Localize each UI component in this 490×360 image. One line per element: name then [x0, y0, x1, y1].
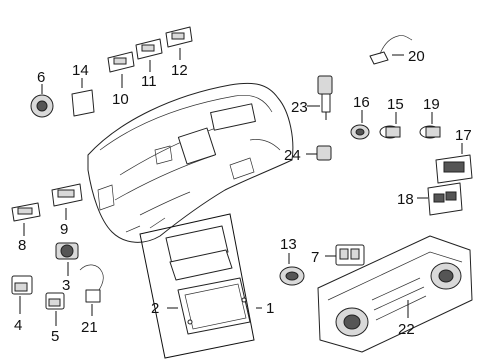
callout-15: 15	[387, 96, 404, 113]
part-17-module	[435, 143, 473, 184]
callout-13: 13	[280, 236, 297, 253]
part-5-switch	[45, 292, 65, 326]
part-6-round-switch	[30, 84, 54, 118]
callout-7: 7	[311, 249, 319, 266]
part-13-button	[279, 253, 305, 286]
part-11-switch	[135, 38, 163, 72]
instrument-cluster-group	[139, 213, 262, 359]
callout-23: 23	[291, 99, 308, 116]
part-24-clip	[306, 145, 332, 161]
instrument-panel	[87, 82, 294, 243]
part-18-module	[417, 182, 463, 216]
callout-16: 16	[353, 94, 370, 111]
part-3-knob	[55, 242, 79, 276]
part-16-socket	[350, 110, 370, 140]
callout-3: 3	[62, 277, 70, 294]
callout-14: 14	[72, 62, 89, 79]
part-20-harness	[369, 35, 413, 65]
callout-20: 20	[408, 48, 425, 65]
part-22-climate-control	[317, 235, 473, 353]
callout-labels: 1 2 3 4 5 6 7 8 9 10 11 12 13 14 15 16 1…	[14, 48, 472, 345]
callout-24: 24	[284, 147, 301, 164]
callout-22: 22	[398, 321, 415, 338]
part-23-sensor	[307, 75, 333, 120]
callout-1: 1	[266, 300, 274, 317]
part-21-connector	[79, 264, 104, 316]
callout-21: 21	[81, 319, 98, 336]
callout-17: 17	[455, 127, 472, 144]
callout-9: 9	[60, 221, 68, 238]
part-19-socket	[419, 112, 441, 139]
callout-6: 6	[37, 69, 45, 86]
callout-11: 11	[141, 73, 157, 90]
part-8-switch	[11, 202, 41, 236]
part-7-bracket	[325, 244, 365, 266]
callout-4: 4	[14, 317, 22, 334]
callout-19: 19	[423, 96, 440, 113]
part-14-switch	[71, 78, 95, 117]
callout-18: 18	[397, 191, 414, 208]
callout-2: 2	[151, 300, 159, 317]
callout-12: 12	[171, 62, 188, 79]
part-15-socket	[379, 112, 401, 139]
part-4-switch	[11, 275, 33, 314]
part-12-switch	[165, 26, 193, 60]
callout-5: 5	[51, 328, 59, 345]
callout-10: 10	[112, 91, 129, 108]
callout-8: 8	[18, 237, 26, 254]
part-10-switch	[107, 51, 135, 88]
part-9-switch	[51, 183, 83, 220]
